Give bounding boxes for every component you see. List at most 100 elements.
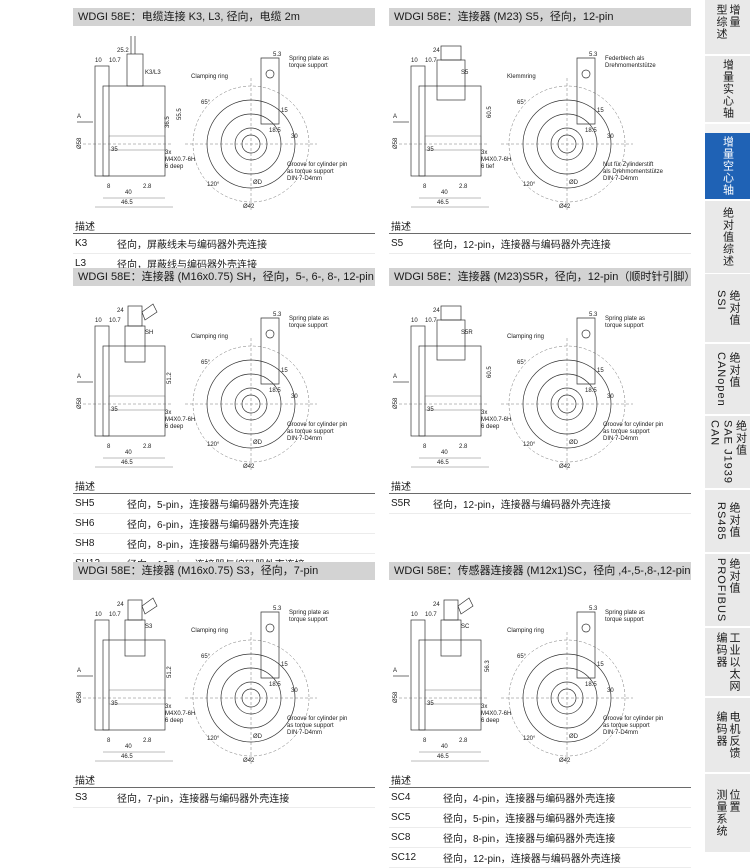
clamping-ring-label: Clamping ring xyxy=(191,74,228,80)
thread-spec-label: M4X0.7-6H xyxy=(481,157,511,163)
dim-58: Ø58 xyxy=(393,691,399,703)
sidebar-tab-label: SAE J1939 xyxy=(721,419,734,485)
dim-42: Ø42 xyxy=(243,464,255,470)
sidebar-tab[interactable]: 增量实心轴 xyxy=(705,56,750,124)
front-view xyxy=(185,317,317,470)
dim-10: 10 xyxy=(95,318,102,324)
dim-65deg: 65° xyxy=(517,100,527,106)
flange xyxy=(94,325,110,437)
dim-top: 24 xyxy=(117,308,124,314)
dim-55-5: 55.5 xyxy=(177,108,183,120)
dim-15: 15 xyxy=(597,662,604,668)
dim-40: 40 xyxy=(125,744,132,750)
dim-5-3: 5.3 xyxy=(589,52,598,58)
sidebar-tab-label: 编码器 xyxy=(715,711,727,747)
clamping-ring-label: Klemmring xyxy=(507,74,536,80)
dim-51-2: 51.2 xyxy=(167,666,173,678)
dim-46-5: 46.5 xyxy=(437,754,449,760)
front-view xyxy=(501,57,633,210)
hollow-shaft xyxy=(108,689,166,705)
connector-outline xyxy=(436,45,466,101)
dim-2-8: 2.8 xyxy=(459,738,468,744)
dim-top: 24 xyxy=(433,48,440,54)
dim-10-7: 10.7 xyxy=(109,318,121,324)
dim-56-3: 56.3 xyxy=(485,660,491,672)
spring-plate-label: Spring plate as xyxy=(289,610,329,616)
groove-purpose-label: as torque support xyxy=(603,723,650,729)
dim-46-5: 46.5 xyxy=(437,200,449,206)
dim-120deg: 120° xyxy=(523,736,536,742)
clamping-ring-label: Clamping ring xyxy=(191,628,228,634)
sidebar-tab[interactable]: 绝对值综述 xyxy=(705,201,750,275)
variant-description: 径向，5-pin，连接器与编码器外壳连接 xyxy=(125,493,375,514)
dim-bore-d: ØD xyxy=(253,734,263,740)
sidebar-tab-label: 电机反馈 xyxy=(728,711,740,759)
sidebar-tab[interactable]: 位置测量系统 xyxy=(705,774,750,854)
front-view xyxy=(185,57,317,210)
dim-42: Ø42 xyxy=(559,204,571,210)
sidebar-tab-label: 绝对值 xyxy=(728,290,740,326)
dim-65deg: 65° xyxy=(201,100,211,106)
dim-8: 8 xyxy=(107,184,111,190)
dim-bore-d: ØD xyxy=(569,440,579,446)
description-heading: 描述 xyxy=(391,776,411,787)
dim-10: 10 xyxy=(411,58,418,64)
flange xyxy=(410,325,426,437)
thread-count-label: 3x xyxy=(481,704,487,710)
groove-purpose-label: as torque support xyxy=(287,723,334,729)
thread-spec-label: M4X0.7-6H xyxy=(165,157,195,163)
description-heading: 描述 xyxy=(391,222,411,233)
sidebar-tab[interactable]: 增量型综述 xyxy=(705,0,750,56)
connector-outline xyxy=(124,597,158,657)
dim-bore-d: ØD xyxy=(569,180,579,186)
hollow-shaft xyxy=(108,135,166,151)
dim-top: 24 xyxy=(433,602,440,608)
side-view xyxy=(83,36,173,177)
connector-outline xyxy=(436,305,466,361)
sidebar-tab[interactable]: 电机反馈编码器 xyxy=(705,698,750,774)
connector-code-label: S5R xyxy=(461,330,473,336)
dim-65deg: 65° xyxy=(517,360,527,366)
dim-top: 25.2 xyxy=(117,48,129,54)
groove-din-label: DIN 7-D4mm xyxy=(603,730,638,736)
connector-code-label: S3 xyxy=(145,624,153,630)
sidebar-tab[interactable]: 增量空心轴 xyxy=(705,133,750,201)
side-view xyxy=(399,305,489,437)
dim-30: 30 xyxy=(291,394,298,400)
variant-code: SC12 xyxy=(389,847,441,868)
thread-count-label: 3x xyxy=(481,150,487,156)
variant-description: 径向，8-pin，连接器与编码器外壳连接 xyxy=(441,827,691,848)
groove-purpose-label: als Drehmomentstütze xyxy=(603,169,664,175)
encoder-body xyxy=(102,345,166,437)
dim-10-7: 10.7 xyxy=(425,612,437,618)
hollow-shaft xyxy=(424,689,482,705)
front-view xyxy=(501,317,633,470)
variant-code: SC4 xyxy=(389,787,441,808)
dim-5-3: 5.3 xyxy=(589,606,598,612)
dim-8: 8 xyxy=(423,444,427,450)
sidebar-tab-label: 编码器 xyxy=(715,632,727,668)
view-arrow-label: A xyxy=(393,668,397,674)
dim-58: Ø58 xyxy=(77,137,83,149)
spring-plate xyxy=(260,317,280,385)
sidebar-tab-label: 绝对值 xyxy=(734,419,747,456)
thread-count-label: 3x xyxy=(165,410,171,416)
groove-label: Nut für Zylinderstift xyxy=(603,162,654,168)
panel-title: WDGI 58E：连接器 (M23)S5R，径向，12-pin（顺时针引脚） xyxy=(389,268,691,286)
dim-top: 24 xyxy=(117,602,124,608)
sidebar-tab-label: PROFIBUS xyxy=(715,557,727,623)
sidebar-tab[interactable]: 工业以太网编码器 xyxy=(705,628,750,698)
